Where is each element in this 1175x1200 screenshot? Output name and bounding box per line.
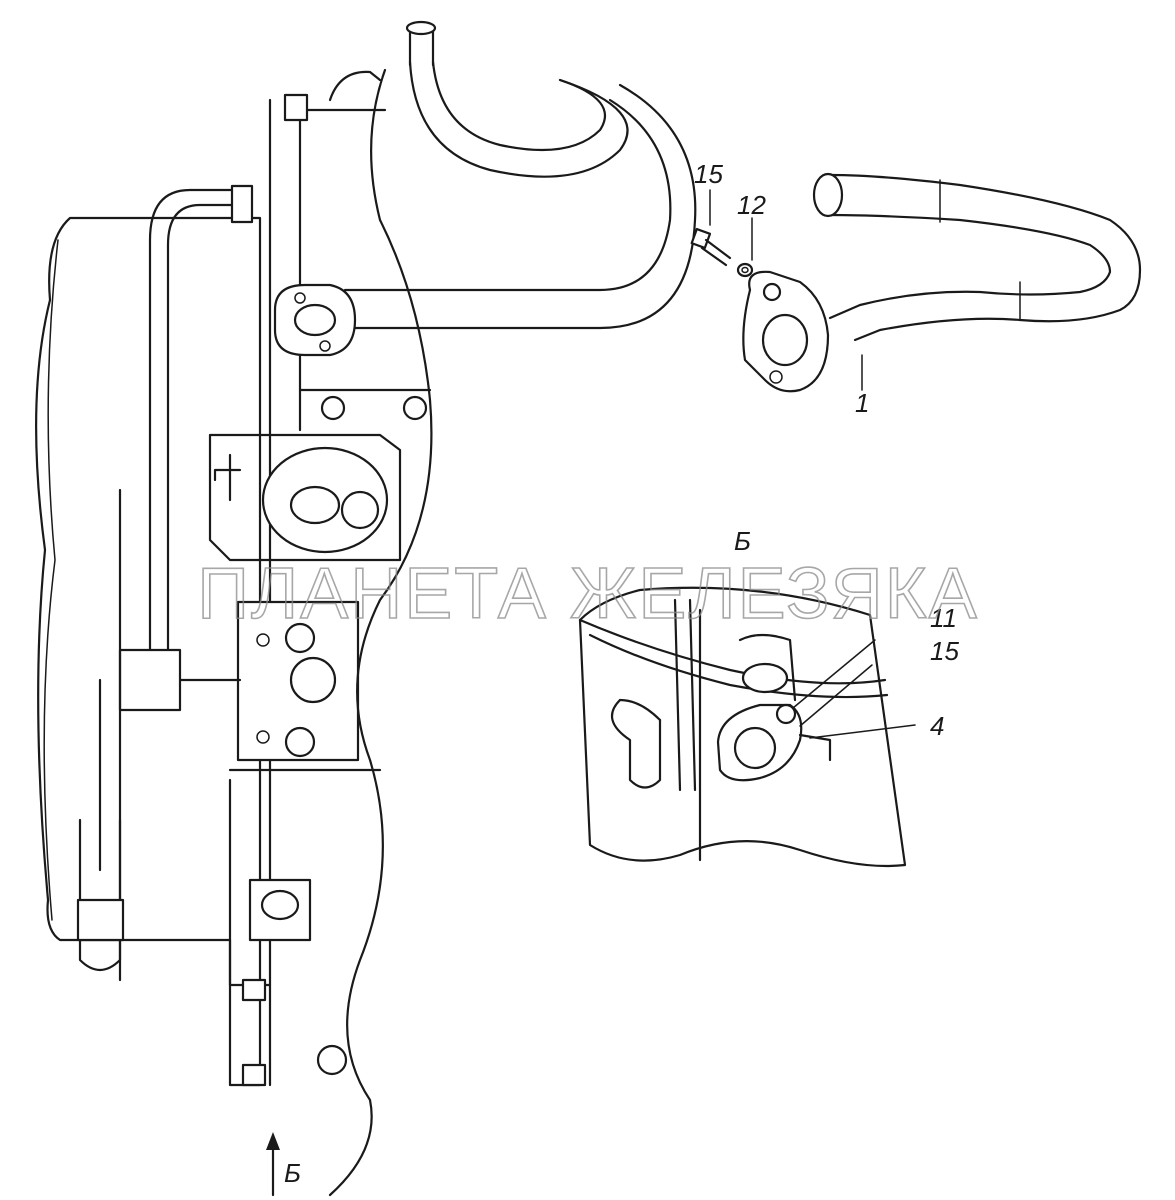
pipe-assembly-detail — [690, 172, 1142, 393]
callout-1: 1 — [855, 388, 869, 418]
watermark-text: ПЛАНЕТА ЖЕЛЕЗЯКА — [197, 554, 979, 634]
engine-block — [35, 68, 433, 1197]
callout-4: 4 — [930, 711, 944, 741]
callout-15-inset: 15 — [930, 636, 959, 666]
view-arrow-label: Б — [284, 1158, 301, 1188]
view-direction-arrow — [266, 1132, 280, 1197]
washer-12 — [736, 262, 754, 278]
callout-12: 12 — [737, 190, 766, 220]
inset-title-label: Б — [734, 526, 751, 556]
return-pipe-installed — [273, 20, 697, 357]
callout-11: 11 — [930, 603, 957, 633]
bolt-15 — [690, 227, 732, 267]
inset-view — [578, 586, 916, 868]
callout-15: 15 — [694, 159, 723, 189]
